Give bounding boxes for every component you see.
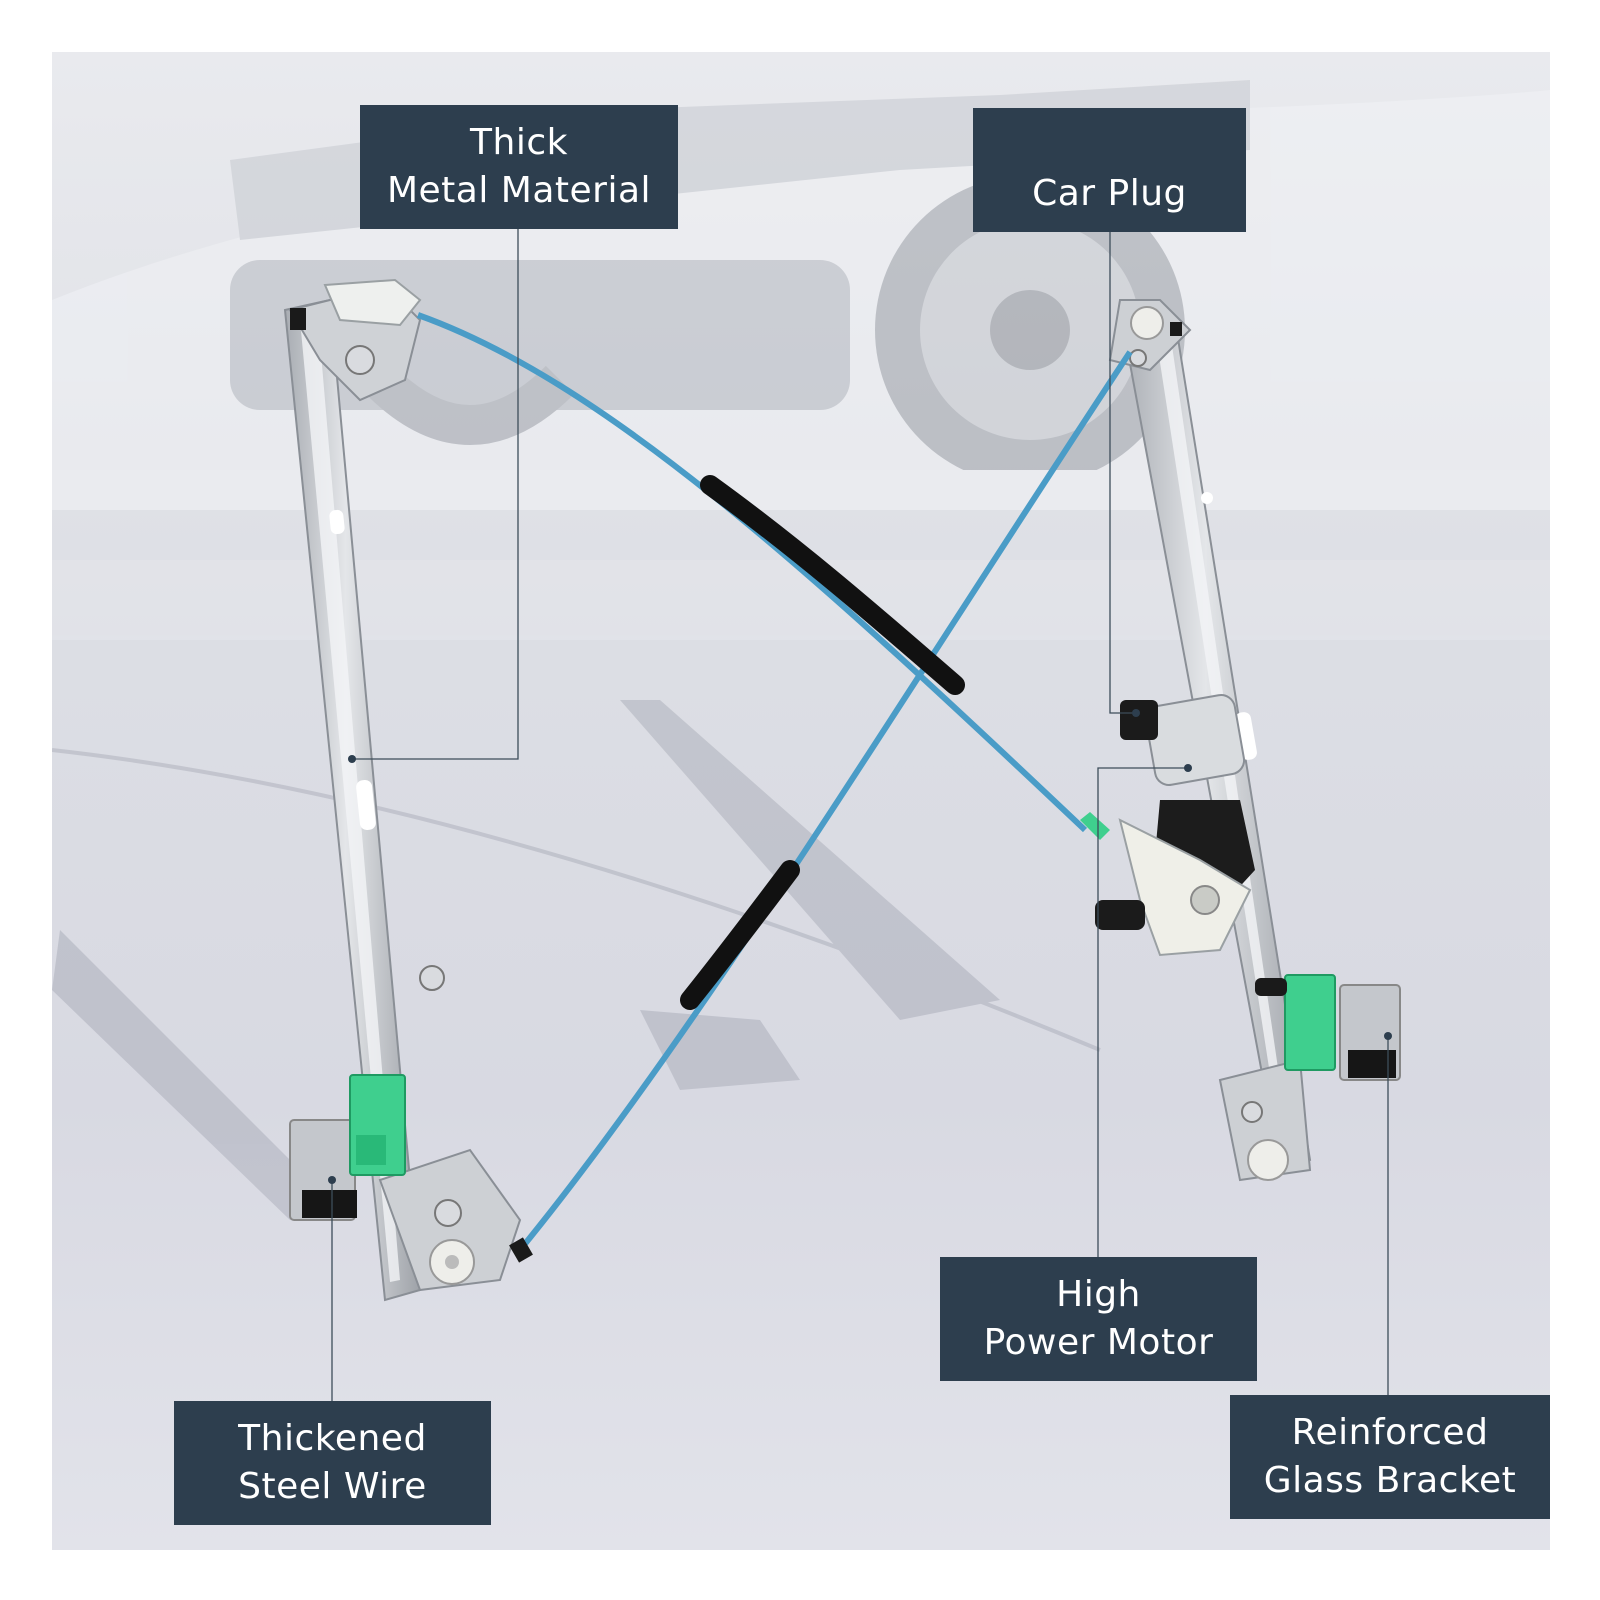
callout-thick-metal-line2: Metal Material — [386, 170, 652, 211]
callout-car-plug: Car Plug — [973, 108, 1246, 232]
callout-thick-metal-line1: Thick — [470, 122, 568, 163]
callout-high-power-motor-line1: High — [1056, 1274, 1141, 1315]
callout-car-plug-line1: Car Plug — [1032, 173, 1187, 214]
callout-glass-bracket-line2: Glass Bracket — [1263, 1460, 1517, 1501]
leader-lines — [328, 228, 1392, 1401]
callout-thickened-steel-wire: Thickened Steel Wire — [174, 1401, 491, 1525]
callout-thick-metal-material: Thick Metal Material — [360, 105, 678, 229]
callout-high-power-motor-line2: Power Motor — [983, 1322, 1214, 1363]
callout-glass-bracket-line1: Reinforced — [1291, 1412, 1489, 1453]
window-regulator-left-rail — [283, 278, 522, 1302]
callout-thickened-wire-line1: Thickened — [238, 1418, 427, 1459]
callout-high-power-motor: High Power Motor — [940, 1257, 1257, 1381]
callout-thickened-wire-line2: Steel Wire — [238, 1466, 427, 1507]
regulator-cables — [416, 312, 1133, 1263]
callout-reinforced-glass-bracket: Reinforced Glass Bracket — [1230, 1395, 1550, 1519]
motor-icon — [1080, 694, 1255, 957]
regulator-shadow — [52, 700, 1101, 1220]
